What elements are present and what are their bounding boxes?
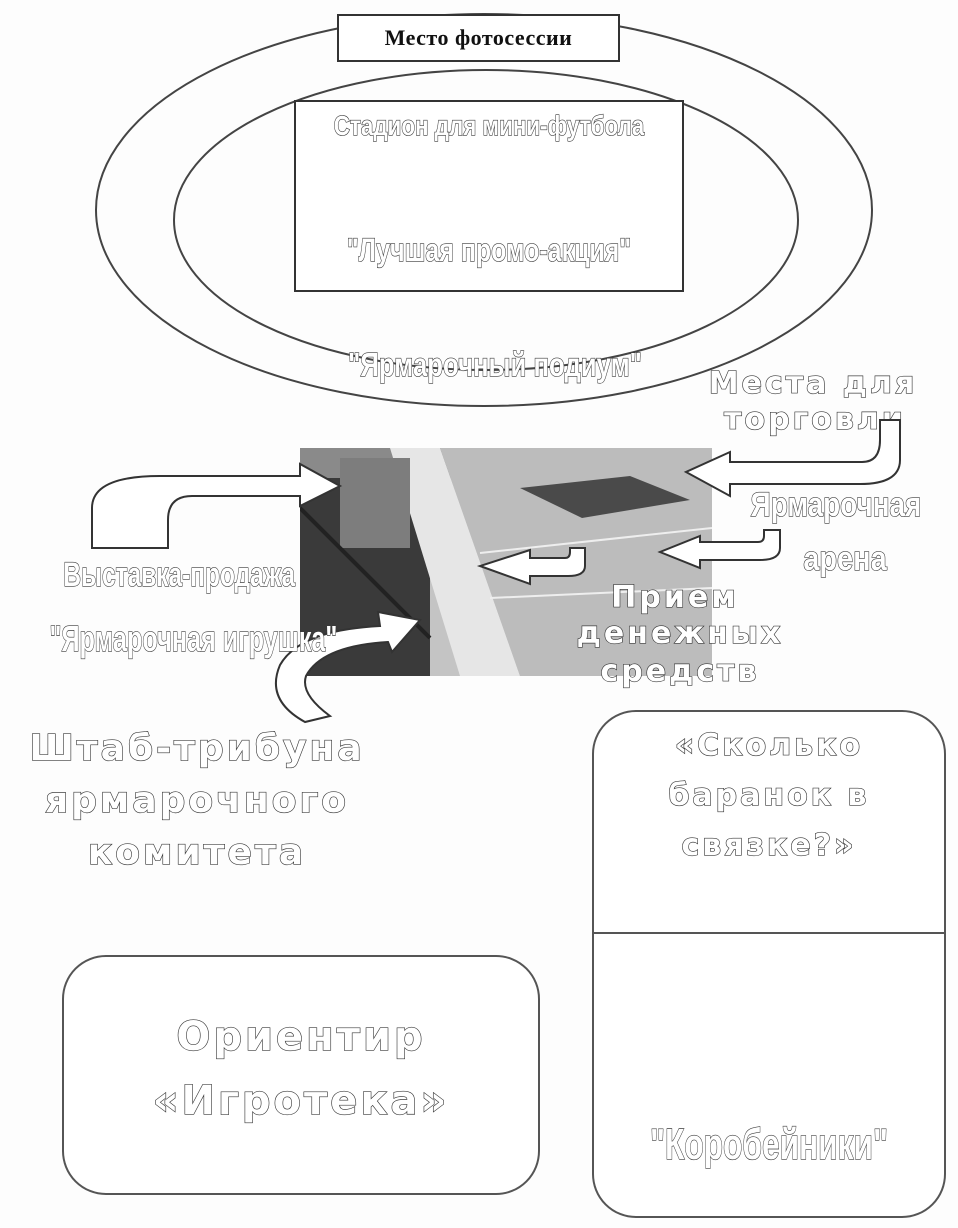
exhibition-line2: "Ярмарочная игрушка" <box>49 617 338 659</box>
bagels-line1: «Сколько <box>674 727 864 763</box>
bagels-line3: связке?» <box>681 827 857 863</box>
arrow-trade <box>683 419 901 498</box>
money-line2: денежных <box>576 615 784 651</box>
trade-places-line1: Места для <box>708 365 918 401</box>
stadium-box <box>294 100 684 292</box>
landmark-line1: Ориентир <box>176 1013 426 1060</box>
bagels-peddlers-box <box>592 710 946 1218</box>
money-line1: Прием <box>611 579 739 615</box>
headquarters-line1: Штаб-трибуна <box>29 727 365 769</box>
arrow-headquarters <box>275 610 422 724</box>
headquarters-line3: комитета <box>87 831 307 873</box>
stadium-subtitle: "Лучшая промо-акция" <box>346 231 632 268</box>
headquarters-line2: ярмарочного <box>44 779 349 821</box>
arena-line2: арена <box>803 539 887 578</box>
photo-session-title: Место фотосессии <box>337 14 620 62</box>
arrow-arena <box>657 529 781 570</box>
bagels-line2: баранок в <box>668 777 870 813</box>
arrow-money <box>476 547 586 586</box>
panel-divider <box>594 932 944 934</box>
arena-line1: Ярмарочная <box>750 485 922 524</box>
exhibition-line1: Выставка-продажа <box>63 555 296 594</box>
inner-ellipse <box>173 69 799 371</box>
igroteka-box <box>62 955 540 1195</box>
landmark-line2: «Игротека» <box>152 1077 450 1124</box>
money-line3: средств <box>600 653 760 689</box>
podium-label: "Ярмарочный подиум" <box>348 345 643 383</box>
trade-places-line2: торговли <box>723 401 906 437</box>
arrow-exhibition <box>91 462 343 549</box>
stadium-title: Стадион для мини-футбола <box>333 109 645 141</box>
peddlers-label: "Коробейники" <box>649 1119 889 1169</box>
